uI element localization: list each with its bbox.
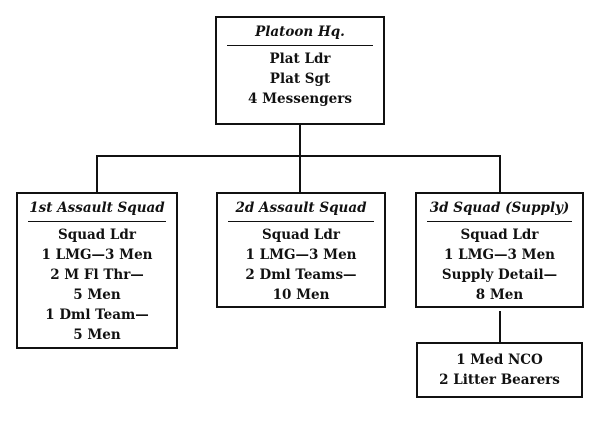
hq-line: 4 Messengers xyxy=(248,91,352,107)
connector-squad2 xyxy=(299,155,301,193)
platoon-hq-box: Platoon Hq. Plat Ldr Plat Sgt 4 Messenge… xyxy=(215,16,385,125)
connector-medical xyxy=(499,311,501,343)
squad-2-line: 2 Dml Teams— xyxy=(245,267,357,283)
squad-1-line: Squad Ldr xyxy=(58,227,136,243)
squad-3-line: Squad Ldr xyxy=(460,227,539,243)
squad-1-line: 5 Men xyxy=(73,327,121,343)
connector-horizontal xyxy=(96,155,501,157)
squad-3-members: Squad Ldr 1 LMG—3 Men Supply Detail— 8 M… xyxy=(417,222,582,305)
squad-2-line: Squad Ldr xyxy=(262,227,340,243)
squad-2-box: 2d Assault Squad Squad Ldr 1 LMG—3 Men 2… xyxy=(216,192,386,308)
squad-1-line: 5 Men xyxy=(73,287,121,303)
squad-2-members: Squad Ldr 1 LMG—3 Men 2 Dml Teams— 10 Me… xyxy=(218,222,384,305)
squad-2-title: 2d Assault Squad xyxy=(228,198,374,222)
connector-hq-down xyxy=(299,124,301,156)
squad-1-line: 2 M Fl Thr— xyxy=(50,267,144,283)
squad-2-line: 10 Men xyxy=(272,287,330,303)
connector-squad1 xyxy=(96,155,98,193)
squad-2-line: 1 LMG—3 Men xyxy=(245,247,357,263)
squad-1-box: 1st Assault Squad Squad Ldr 1 LMG—3 Men … xyxy=(16,192,178,349)
squad-3-line: 8 Men xyxy=(475,287,524,303)
hq-line: Plat Ldr xyxy=(269,51,331,67)
squad-1-title: 1st Assault Squad xyxy=(28,198,166,222)
hq-line: Plat Sgt xyxy=(269,71,331,87)
platoon-hq-title: Platoon Hq. xyxy=(227,22,373,46)
medical-line: 1 Med NCO xyxy=(456,352,543,368)
squad-3-line: Supply Detail— xyxy=(441,267,558,283)
squad-1-line: 1 LMG—3 Men xyxy=(41,247,153,263)
medical-line: 2 Litter Bearers xyxy=(439,372,560,388)
squad-3-title: 3d Squad (Supply) xyxy=(427,198,572,222)
platoon-hq-members: Plat Ldr Plat Sgt 4 Messengers xyxy=(217,46,383,109)
medical-box: 1 Med NCO 2 Litter Bearers xyxy=(416,342,583,398)
squad-1-members: Squad Ldr 1 LMG—3 Men 2 M Fl Thr— 5 Men … xyxy=(18,222,176,345)
squad-3-line: 1 LMG—3 Men xyxy=(444,247,555,263)
squad-1-line: 1 Dml Team— xyxy=(45,307,149,323)
connector-squad3 xyxy=(499,155,501,193)
medical-members: 1 Med NCO 2 Litter Bearers xyxy=(418,344,581,390)
squad-3-box: 3d Squad (Supply) Squad Ldr 1 LMG—3 Men … xyxy=(415,192,584,308)
